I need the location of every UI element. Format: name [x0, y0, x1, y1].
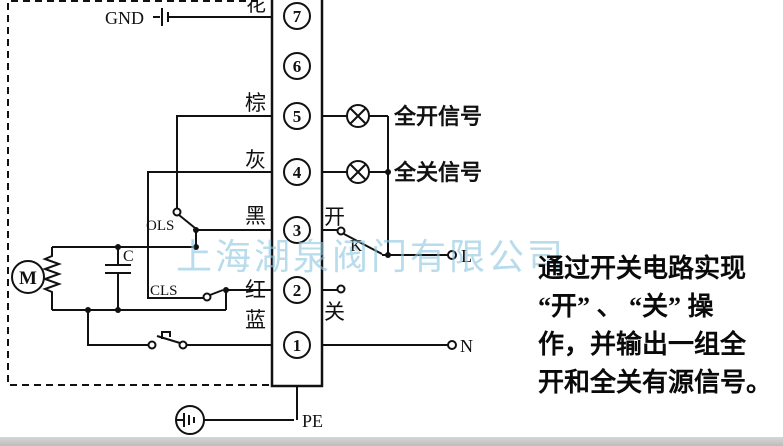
terminal-number: 1 — [293, 336, 302, 355]
terminal-7 — [283, 2, 311, 30]
lamp-fully-open-icon — [346, 104, 370, 128]
k-close-contact — [336, 284, 346, 294]
terminal-number: 4 — [293, 163, 302, 182]
ground-icon — [161, 8, 169, 26]
close-position-label: 关 — [324, 300, 345, 324]
k-switch-blade — [343, 233, 383, 255]
terminal-1 — [283, 331, 311, 359]
neutral-label: N — [460, 336, 473, 356]
pe-ground-icon — [175, 405, 205, 435]
watermark-text: 上海湖泉阀门有限公司 — [176, 237, 567, 277]
terminal-number: 7 — [293, 7, 302, 26]
thermal-contact-right — [178, 340, 188, 350]
cls-label: CLS — [150, 283, 178, 299]
bottom-edge-bar — [0, 437, 783, 446]
cls-contact — [202, 292, 212, 302]
terminal-6 — [283, 52, 311, 80]
thermal-switch-blade — [156, 335, 181, 344]
thermal-protector-icon — [161, 331, 171, 339]
motor-label: M — [19, 268, 37, 289]
wire-label-red: 红 — [245, 278, 266, 302]
terminal-number: 6 — [293, 57, 302, 76]
blue-wire — [87, 310, 272, 346]
signal-closed-label: 全关信号 — [393, 160, 482, 185]
description-line: 作，并输出一组全 — [538, 330, 747, 359]
terminal-3 — [283, 216, 311, 244]
description-line: “开” 、 “关” 操 — [538, 292, 714, 321]
junction-dots — [85, 169, 391, 313]
k-open-contact — [336, 226, 346, 236]
terminal-number: 5 — [293, 107, 302, 126]
terminal-number: 2 — [293, 281, 302, 300]
description-text: 通过开关电路实现 “开” 、 “关” 操 作，并输出一组全 开和全关有源信号。 — [538, 250, 782, 402]
switch-contacts — [147, 207, 457, 350]
signal-open-label: 全开信号 — [393, 104, 482, 129]
capacitor-label: C — [123, 248, 134, 265]
wiring-lines — [42, 16, 448, 421]
wire-label-top: 花 — [246, 0, 266, 16]
gray-wire — [147, 171, 272, 299]
motor-winding-icon — [42, 247, 62, 310]
terminal-2 — [283, 276, 311, 304]
brown-wire — [176, 115, 272, 208]
ols-label: OLS — [146, 218, 174, 234]
capacitor-icon — [105, 264, 131, 274]
terminal-4 — [283, 158, 311, 186]
wire-label-blue: 蓝 — [245, 308, 266, 332]
k-switch-label: K — [350, 236, 363, 255]
line-l-label: L — [461, 246, 472, 266]
wire-label-gray: 灰 — [245, 148, 266, 172]
description-line: 通过开关电路实现 — [538, 254, 747, 283]
lamp-fully-closed-icon — [346, 160, 370, 184]
wire-label-black: 黑 — [245, 204, 266, 228]
description-line: 开和全关有源信号。 — [538, 368, 773, 397]
line-l-terminal — [447, 250, 457, 260]
open-position-label: 开 — [324, 205, 345, 229]
neutral-terminal — [447, 340, 457, 350]
cls-blade — [209, 289, 224, 296]
gnd-label: GND — [105, 8, 144, 28]
ols-blade — [178, 214, 196, 229]
enclosure-dashed-border — [7, 0, 271, 386]
terminal-5 — [283, 102, 311, 130]
thermal-contact-left — [147, 340, 157, 350]
motor-symbol: M — [11, 260, 45, 294]
pe-wire — [204, 386, 298, 421]
terminal-number: 3 — [293, 221, 302, 240]
ols-contact — [172, 207, 182, 217]
terminal-block: 7 6 5 4 3 2 1 — [270, 0, 324, 388]
wire-label-brown: 棕 — [245, 91, 266, 115]
pe-label: PE — [302, 411, 323, 431]
